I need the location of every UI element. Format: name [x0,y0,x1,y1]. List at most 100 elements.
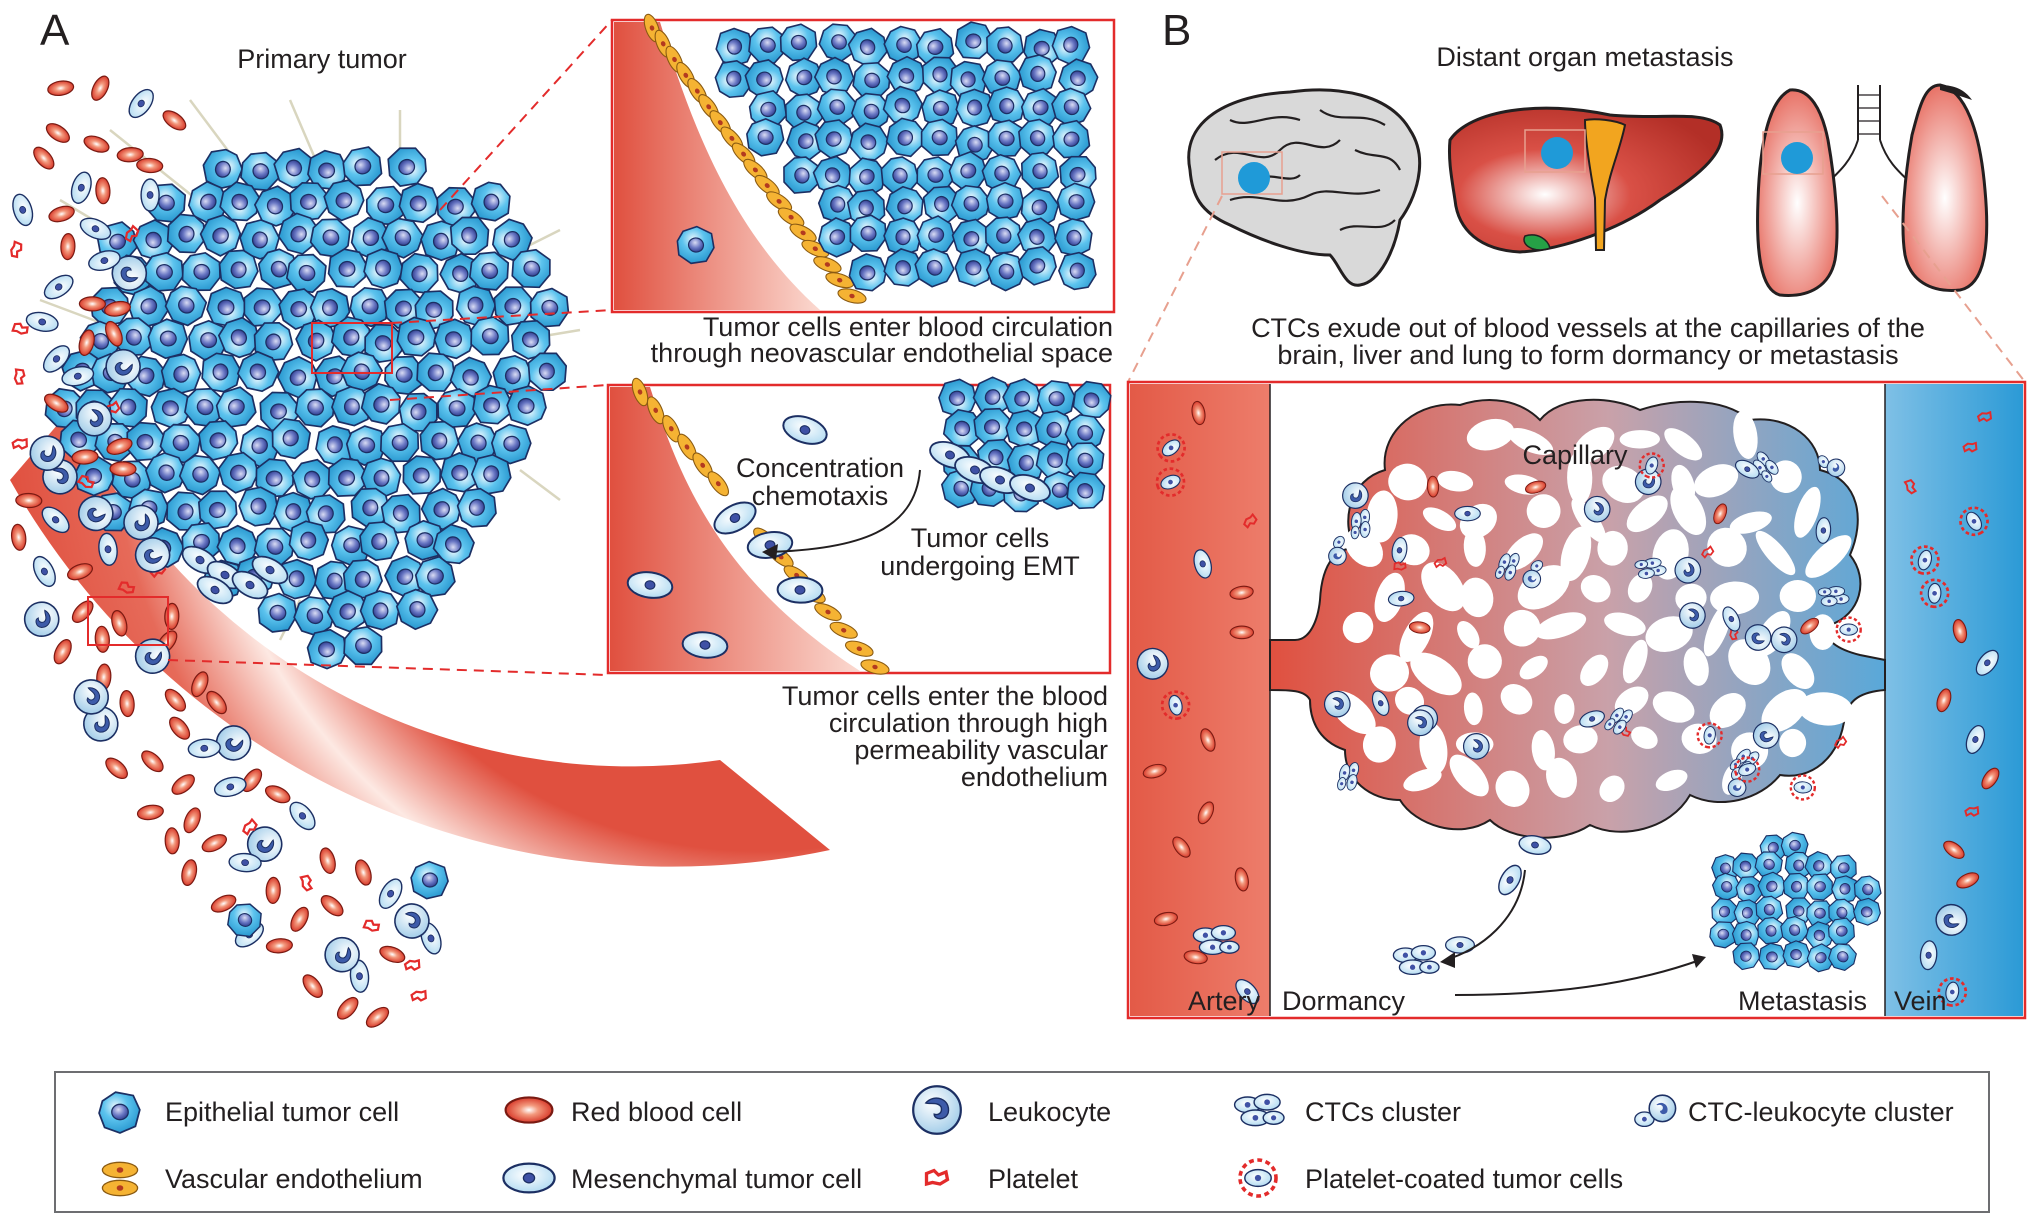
panel-b-caption-line2: brain, liver and lung to form dormancy o… [1277,340,1898,370]
arc-epithelial-cell [407,858,452,903]
arc-rbc [29,143,59,174]
capillary-lumen [1519,655,1548,680]
arc-rbc [362,1003,393,1032]
arc-plt [403,959,421,972]
epithelial-tumor-cell [288,520,330,562]
capillary-lumen [1403,768,1442,792]
capillary-lumen [1342,611,1374,643]
capillary-lumen [1495,770,1530,807]
panel-b-zoom-lines [1127,195,2026,383]
panel-a-letter: A [40,6,70,55]
arc-rbc [262,781,294,807]
artery-cell [1229,625,1255,640]
arc-mes [67,169,96,207]
arc-rbc [59,232,76,261]
arc-rbc [286,903,313,935]
capillary-lumen [1567,451,1593,505]
capillary-lumen [1554,694,1575,724]
mesenchymal-tumor-cell [776,575,824,605]
legend-leukocyte-label: Leukocyte [988,1097,1111,1127]
capillary-lumen [1631,726,1658,749]
arc-rbc [137,746,168,776]
epithelial-tumor-cell [397,182,440,224]
arc-mes [23,309,61,335]
epithelial-tumor-cell [362,247,405,290]
capillary-lumen [1729,511,1772,534]
arc-rbc [81,132,112,156]
callout2-caption-line4: endothelium [961,762,1108,792]
legend-mesenchymal-label: Mesenchymal tumor cell [571,1164,862,1194]
legend-rbc-icon [504,1096,554,1124]
capillary-lumen [1614,686,1649,716]
capillary-lumen [1580,575,1611,603]
chemotaxis-line2: chemotaxis [752,481,889,511]
epithelial-tumor-cell [381,140,433,193]
capillary-lumen [1626,495,1668,533]
brain-illustration [1187,88,1422,287]
legend-ctc-leukocyte-label: CTC-leukocyte cluster [1688,1097,1954,1127]
arc-rbc [93,625,111,654]
arc-rbc [78,296,107,312]
panel-b-caption-line1: CTCs exude out of blood vessels at the c… [1251,313,1925,343]
capillary-lumen [1500,683,1533,715]
arc-plt [13,368,27,386]
arc-plt [299,874,314,893]
capillary-lumen [1466,418,1515,451]
capillary-lumen [1761,689,1808,733]
capillary-lumen [1580,654,1609,686]
legend-platelet-coated-label: Platelet-coated tumor cells [1305,1164,1623,1194]
chemotaxis-line1: Concentration [736,453,904,483]
panel-b-letter: B [1162,6,1191,55]
capillary-lumen [1683,647,1709,686]
arc-rbc [109,461,137,477]
arc-rbc [265,937,294,955]
metastasis-label: Metastasis [1738,986,1867,1016]
arc-plt [11,321,30,337]
emt-label-line1: Tumor cells [911,523,1050,553]
arc-mes [140,178,160,212]
arc-rbc [316,845,339,876]
capillary-mes [1454,505,1481,522]
arc-mes [39,269,78,305]
capillary-lumen [1571,498,1606,543]
capillary-lumen [1755,530,1796,576]
capillary-lumen [1366,490,1398,543]
capillary-lumen [1546,757,1577,798]
arc-mes [123,84,159,123]
tumor-zoom-box-1 [311,322,393,374]
capillary-lumen [1707,527,1747,567]
capillary-lumen [1362,726,1396,763]
arc-mes [284,797,321,835]
capillary-lumen [1619,430,1660,449]
capillary-lumen [1463,527,1486,567]
capillary-lumen [1655,769,1688,792]
arc-rbc [317,891,348,921]
capillary-lumen [1460,577,1494,618]
arc-rbc [179,857,200,888]
capillary-lumen [1449,754,1489,797]
callout2-caption-line1: Tumor cells enter the blood [782,681,1108,711]
arc-rbc [180,805,205,836]
arc-mes [186,737,222,760]
arc-rbc [163,602,180,631]
arc-rbc [168,770,199,799]
arc-mes [8,191,37,229]
vein-label: Vein [1894,986,1947,1016]
callout-emt [606,369,1119,678]
capillary-lumen [1798,692,1853,726]
arc-rbc [9,522,28,552]
lungs-illustration [1756,83,1989,297]
artery-label: Artery [1188,986,1261,1016]
callout2-caption-line3: permeability vascular [854,735,1108,765]
legend-epithelial-label: Epithelial tumor cell [165,1097,399,1127]
metastasis-cell [1782,940,1811,969]
capillary-lumen [1664,428,1703,461]
arc-rbc [135,802,165,822]
capillary-lumen [1604,612,1646,637]
capillary-lumen [1779,579,1816,613]
legend-mesenchymal-icon [502,1162,556,1194]
capillary-lumen [1779,728,1807,758]
capillary-label: Capillary [1522,440,1628,470]
arc-rbc [265,876,282,905]
arc-rbc [159,106,190,135]
